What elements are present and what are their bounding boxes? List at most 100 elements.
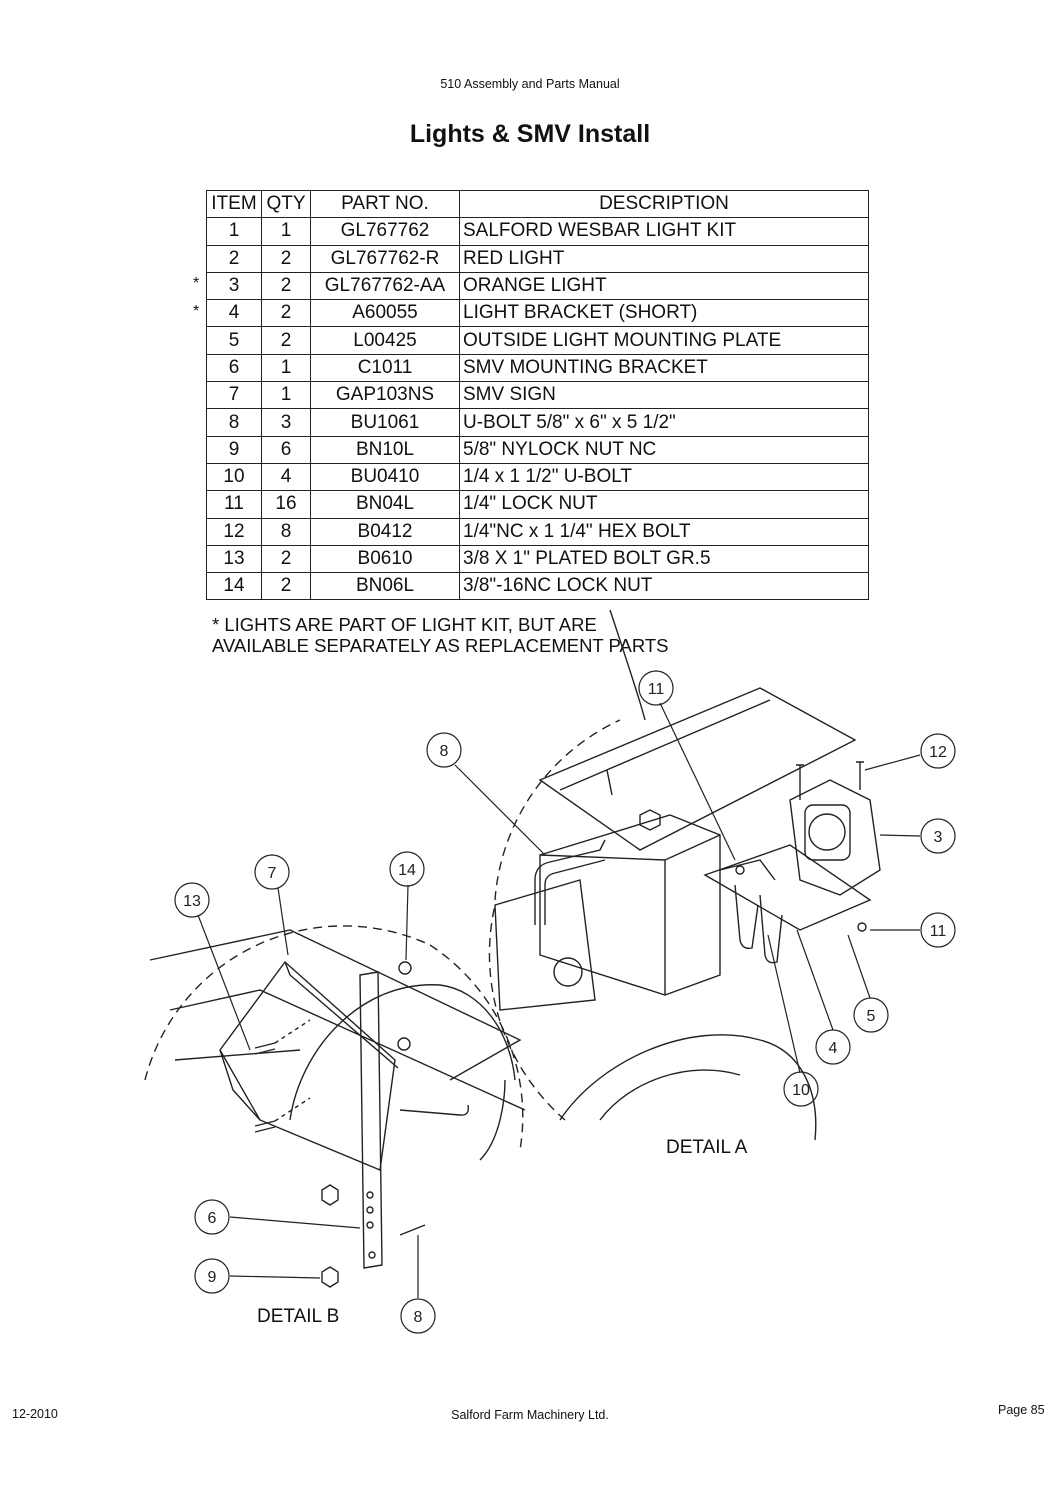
cell-item: 5: [206, 326, 262, 355]
cell-description: U-BOLT 5/8" x 6" x 5 1/2": [459, 408, 869, 437]
cell-qty: 1: [261, 381, 311, 410]
balloon-circle-10: [783, 1071, 819, 1107]
cell-description: 5/8" NYLOCK NUT NC: [459, 435, 869, 464]
balloon-label-5: 5: [867, 1008, 876, 1025]
balloon-label-11a: 11: [648, 681, 665, 698]
cell-description: LIGHT BRACKET (SHORT): [459, 299, 869, 328]
balloon-circle-14: [389, 851, 425, 887]
balloon-circle-5: [853, 997, 889, 1033]
cell-qty: 2: [261, 271, 311, 301]
replacement-part-mark: *: [193, 275, 200, 293]
cell-item: 10: [206, 462, 262, 492]
balloon-circle-4: [815, 1029, 851, 1065]
cell-description: SMV SIGN: [459, 381, 869, 410]
balloon-label-3: 3: [934, 829, 943, 846]
cell-item: 3: [206, 271, 262, 301]
cell-description: SMV MOUNTING BRACKET: [459, 353, 869, 383]
cell-part-no: BU1061: [310, 408, 460, 437]
cell-part-no: GL767762-R: [310, 244, 460, 273]
footer-company: Salford Farm Machinery Ltd.: [451, 1408, 609, 1422]
replacement-part-mark: *: [193, 302, 200, 320]
cell-description: 3/8"-16NC LOCK NUT: [459, 572, 869, 601]
balloon-circle-11b: [920, 912, 956, 948]
cell-part-no: B0412: [310, 517, 460, 546]
balloon-label-13: 13: [183, 893, 201, 910]
cell-item: 4: [206, 299, 262, 328]
balloon-label-6: 6: [208, 1210, 217, 1227]
balloon-label-10: 10: [792, 1082, 810, 1099]
balloon-circle-8a: [426, 732, 462, 768]
balloon-label-8a: 8: [440, 743, 449, 760]
balloon-label-8b: 8: [414, 1309, 423, 1326]
cell-description: 1/4" LOCK NUT: [459, 490, 869, 519]
balloon-circle-13: [174, 882, 210, 918]
cell-part-no: BN06L: [310, 572, 460, 601]
detail-a-drawing: [488, 609, 881, 1141]
part-balloons: [174, 670, 956, 1334]
footer-date: 12-2010: [12, 1407, 58, 1421]
cell-part-no: A60055: [310, 299, 460, 328]
detail-b-drawing: [144, 925, 526, 1288]
balloon-label-7: 7: [268, 865, 277, 882]
detail-b-label: DETAIL B: [257, 1306, 339, 1327]
balloon-label-11b: 11: [930, 923, 947, 940]
cell-description: 1/4 x 1 1/2" U-BOLT: [459, 462, 869, 492]
balloon-circle-7: [254, 854, 290, 890]
cell-qty: 2: [261, 572, 311, 601]
cell-item: 9: [206, 435, 262, 464]
balloon-circle-8b: [400, 1298, 436, 1334]
table-header-row: ITEM QTY PART NO. DESCRIPTION: [206, 189, 869, 219]
detail-a-label: DETAIL A: [666, 1137, 748, 1158]
cell-qty: 6: [261, 435, 311, 464]
balloon-label-12: 12: [929, 744, 947, 761]
cell-part-no: L00425: [310, 326, 460, 355]
cell-description: 1/4"NC x 1 1/4" HEX BOLT: [459, 517, 869, 546]
cell-item: 6: [206, 353, 262, 383]
cell-qty: 8: [261, 517, 311, 546]
balloon-label-4: 4: [829, 1040, 838, 1057]
cell-part-no: B0610: [310, 544, 460, 574]
balloon-circle-11a: [638, 670, 674, 706]
cell-part-no: GL767762-AA: [310, 271, 460, 301]
balloon-circle-3: [920, 818, 956, 854]
cell-qty: 2: [261, 244, 311, 273]
footer-page-number: Page 85: [998, 1403, 1045, 1417]
balloon-label-9: 9: [208, 1269, 217, 1286]
footnote: * LIGHTS ARE PART OF LIGHT KIT, BUT ARE …: [212, 614, 669, 656]
balloon-circle-9: [194, 1258, 230, 1294]
cell-qty: 1: [261, 217, 311, 246]
header-description: DESCRIPTION: [459, 189, 869, 219]
cell-part-no: BN10L: [310, 435, 460, 464]
cell-item: 8: [206, 408, 262, 437]
cell-description: ORANGE LIGHT: [459, 271, 869, 301]
cell-part-no: GAP103NS: [310, 381, 460, 410]
balloon-circle-6: [194, 1199, 230, 1235]
balloon-circle-12: [920, 733, 956, 769]
cell-item: 11: [206, 490, 262, 519]
cell-part-no: BU0410: [310, 462, 460, 492]
balloon-label-14: 14: [398, 862, 416, 879]
cell-item: 12: [206, 517, 262, 546]
cell-item: 7: [206, 381, 262, 410]
cell-qty: 3: [261, 408, 311, 437]
page-title: Lights & SMV Install: [409, 120, 651, 148]
cell-description: RED LIGHT: [459, 244, 869, 273]
page-header: 510 Assembly and Parts Manual: [440, 77, 620, 91]
leader-lines: [197, 702, 921, 1298]
cell-part-no: C1011: [310, 353, 460, 383]
